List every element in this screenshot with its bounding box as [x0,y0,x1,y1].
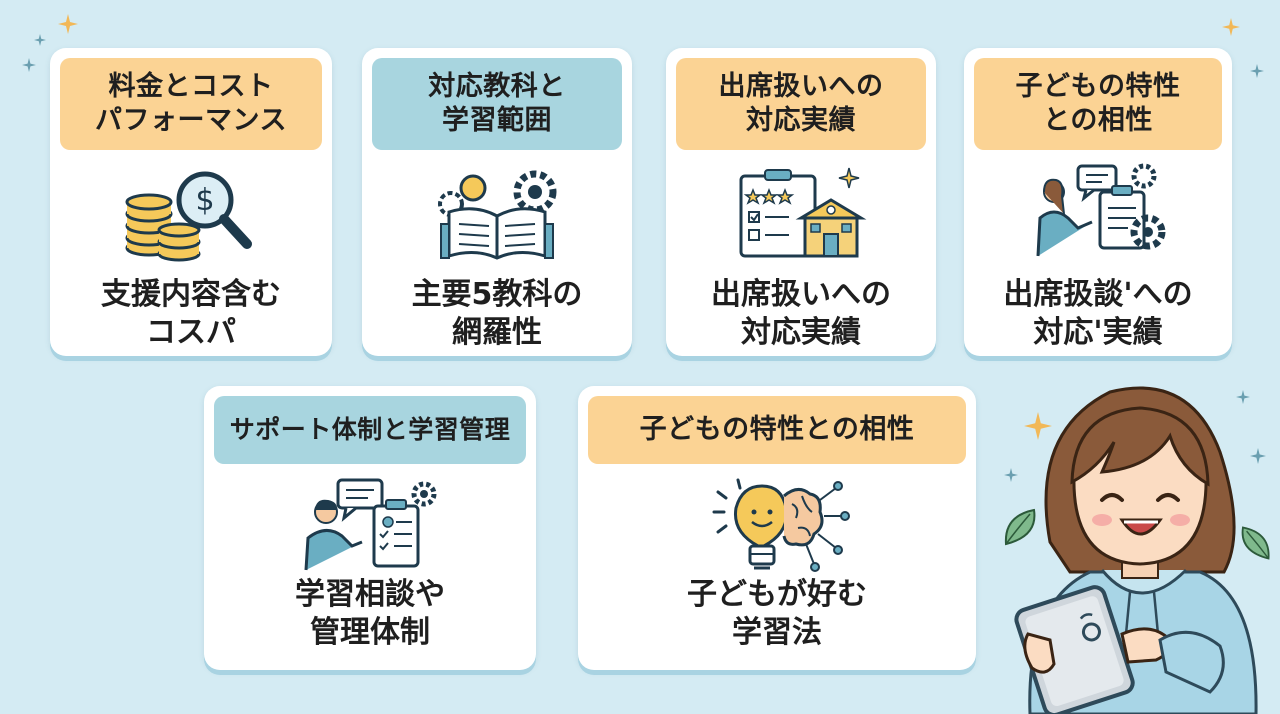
card-body: 学習相談や 管理体制 [295,577,445,650]
checklist-school-icon [666,162,936,262]
sparkle-icon [1024,412,1052,440]
sparkle-icon [1250,64,1264,78]
sparkle-icon [58,14,78,34]
card-body: 支援内容含む コスパ [101,277,281,350]
card-learning-style: 子どもの特性との相性 子どもが好む 学習法 [578,386,976,670]
sparkle-icon [1236,390,1250,404]
card-header: 出席扱いへの 対応実績 [676,58,926,150]
girl-with-tablet-illustration [1014,386,1258,714]
sparkle-icon [1250,448,1266,464]
card-subjects: 対応教科と 学習範囲 主要5教科の 網羅性 [362,48,632,356]
leaf-icon [1241,526,1270,560]
card-compatibility: 子どもの特性 との相性 出席扱談'への 対応'実績 [964,48,1232,356]
svg-text:$: $ [195,183,214,218]
teacher-clipboard-gear-icon [964,162,1232,262]
card-header: 子どもの特性との相性 [588,396,966,464]
card-body: 子どもが好む 学習法 [687,577,867,650]
card-attendance: 出席扱いへの 対応実績 出席扱いへの 対応実績 [666,48,936,356]
card-support: サポート体制と学習管理 学習相談や 管理体制 [204,386,536,670]
coins-magnifier-icon: $ [50,166,332,266]
sparkle-icon [1004,468,1018,482]
leaf-icon [1004,508,1036,546]
card-header: サポート体制と学習管理 [214,396,526,464]
card-header: 料金とコスト パフォーマンス [60,58,322,150]
card-body: 出席扱いへの 対応実績 [711,277,891,350]
card-body: 出席扱談'への 対応'実績 [1003,277,1193,350]
lightbulb-brain-icon [578,474,976,574]
card-cost: 料金とコスト パフォーマンス $ 支援内容含 [50,48,332,356]
card-header: 子どもの特性 との相性 [974,58,1222,150]
card-body: 主要5教科の 網羅性 [411,277,583,350]
card-header: 対応教科と 学習範囲 [372,58,622,150]
counselor-chat-clipboard-icon [204,476,536,572]
sparkle-icon [34,34,46,46]
sparkle-icon [22,58,36,72]
open-book-gears-icon [362,164,632,264]
sparkle-icon [1222,18,1240,36]
